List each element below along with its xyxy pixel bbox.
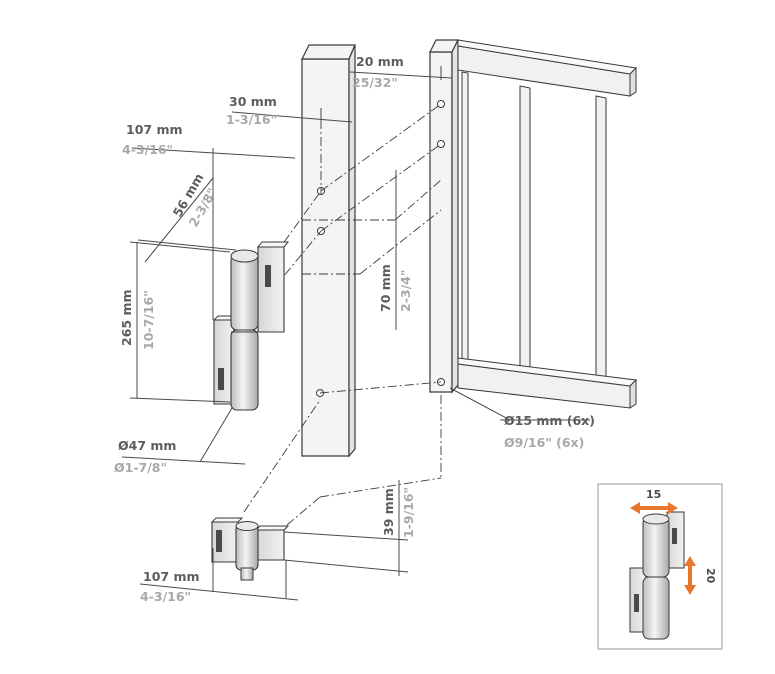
post bbox=[301, 44, 356, 458]
horizontal-adjust-arrow-icon bbox=[630, 502, 678, 514]
dim-hole-spacing-mm: 70 mm bbox=[378, 264, 393, 312]
adjustment-inset: 15 20 bbox=[597, 483, 723, 650]
dim-hinge-height-mm: 265 mm bbox=[119, 290, 134, 347]
dim-hinge-width-inch: 4-3/16" bbox=[122, 142, 173, 157]
dim-gate-offset-mm: 20 mm bbox=[356, 54, 404, 69]
dim-bottom-width-inch: 4-3/16" bbox=[140, 589, 191, 604]
dim-barrel-dia-mm: Ø47 mm bbox=[118, 438, 176, 453]
inset-horizontal-label: 15 bbox=[646, 488, 661, 501]
dim-hinge-height-inch: 10-7/16" bbox=[141, 290, 156, 350]
dimension-lines bbox=[121, 66, 590, 601]
lower-hinge bbox=[210, 517, 290, 581]
dim-post-offset-inch: 1-3/16" bbox=[226, 112, 277, 127]
dim-hinge-width-mm: 107 mm bbox=[126, 122, 183, 137]
dim-lower-offset-inch: 1-9/16" bbox=[401, 487, 416, 538]
inset-vertical-label: 20 bbox=[704, 568, 717, 584]
dim-barrel-dia-inch: Ø1-7/8" bbox=[114, 460, 167, 475]
brand-label bbox=[216, 530, 222, 552]
brand-label bbox=[265, 265, 271, 287]
upper-hinge bbox=[212, 241, 290, 411]
dim-post-offset-mm: 30 mm bbox=[229, 94, 277, 109]
construction-lines bbox=[243, 103, 442, 537]
brand-label bbox=[218, 368, 224, 390]
dim-lower-offset-mm: 39 mm bbox=[381, 488, 396, 536]
dim-hole-dia-inch: Ø9/16" (6x) bbox=[504, 435, 584, 450]
dim-hole-dia-mm: Ø15 mm (6x) bbox=[504, 413, 595, 428]
vertical-adjust-arrow-icon bbox=[684, 556, 696, 595]
dim-hole-spacing-inch: 2-3/4" bbox=[398, 270, 413, 312]
dimension-labels: 107 mm 4-3/16" 56 mm 2-3/8" 265 mm 10-7/… bbox=[114, 54, 595, 604]
dim-bottom-width-mm: 107 mm bbox=[143, 569, 200, 584]
gate-frame bbox=[429, 39, 638, 409]
dim-gate-offset-inch: 25/32" bbox=[352, 75, 398, 90]
